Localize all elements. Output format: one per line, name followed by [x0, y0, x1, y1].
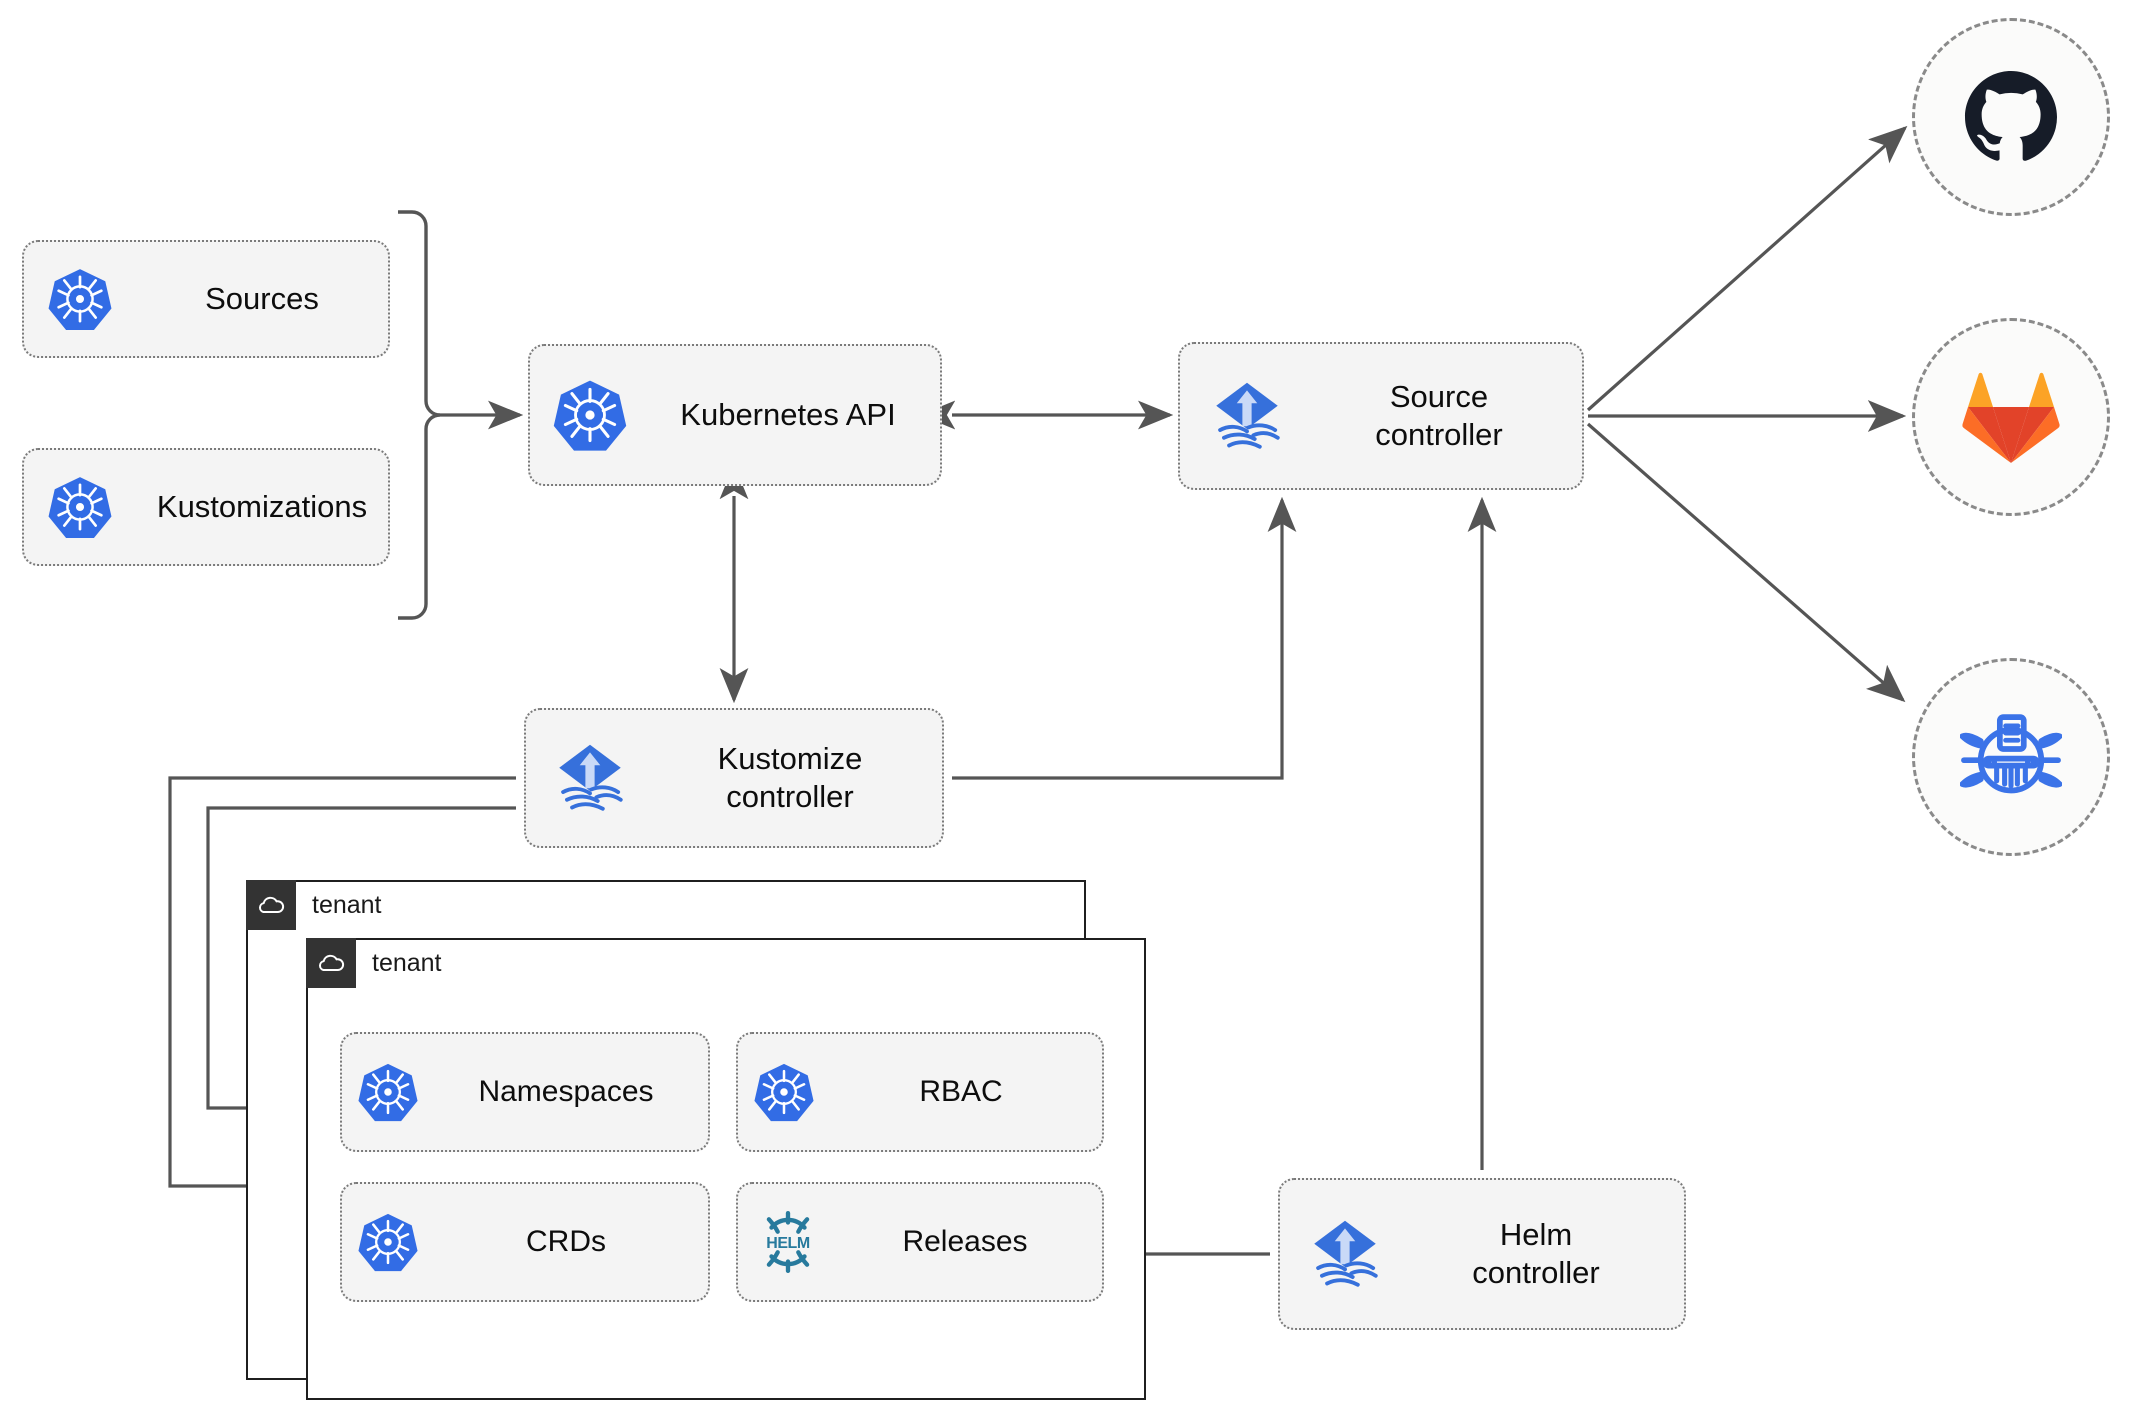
flux-icon: [1280, 1213, 1410, 1295]
node-source-controller[interactable]: Source controller: [1178, 342, 1584, 490]
external-target-gitlab[interactable]: [1912, 318, 2110, 516]
tenant-label: tenant: [372, 948, 442, 977]
tenant-title-bar: tenant: [306, 938, 442, 988]
node-kubernetes-api[interactable]: Kubernetes API: [528, 344, 942, 486]
kubernetes-icon: [530, 377, 650, 453]
node-releases[interactable]: HELM Releases: [736, 1182, 1104, 1302]
node-crds[interactable]: CRDs: [340, 1182, 710, 1302]
external-target-github[interactable]: [1912, 18, 2110, 216]
node-label: Kubernetes API: [680, 397, 896, 433]
node-sources[interactable]: Sources: [22, 240, 390, 358]
node-namespaces[interactable]: Namespaces: [340, 1032, 710, 1152]
node-kustomizations[interactable]: Kustomizations: [22, 448, 390, 566]
node-label: RBAC: [919, 1074, 1003, 1108]
tenant-label: tenant: [312, 890, 382, 919]
svg-text:HELM: HELM: [766, 1235, 810, 1252]
kubernetes-icon: [342, 1061, 434, 1123]
node-label: CRDs: [526, 1224, 606, 1258]
bucket-icon: [1960, 714, 2062, 794]
node-label: Namespaces: [478, 1074, 654, 1108]
github-icon: [1965, 71, 2058, 161]
node-label: Kustomizations: [156, 489, 368, 525]
kubernetes-icon: [738, 1061, 830, 1123]
node-label: Releases: [902, 1224, 1028, 1258]
tenant-container-front: tenant: [306, 938, 1146, 1400]
kubernetes-icon: [24, 266, 136, 332]
node-helm-controller[interactable]: Helm controller: [1278, 1178, 1686, 1330]
node-label: Kustomize controller: [717, 741, 863, 814]
helm-icon: HELM: [738, 1209, 838, 1275]
cloud-icon: [306, 938, 356, 988]
cloud-icon: [246, 880, 296, 930]
external-target-bucket[interactable]: [1912, 658, 2110, 856]
tenant-title-bar: tenant: [246, 880, 382, 930]
gitlab-icon: [1962, 372, 2060, 463]
node-label: Sources: [205, 281, 319, 317]
node-kustomize-controller[interactable]: Kustomize controller: [524, 708, 944, 848]
flux-icon: [1180, 375, 1314, 457]
node-label: Helm controller: [1472, 1217, 1600, 1290]
kubernetes-icon: [342, 1211, 434, 1273]
node-rbac[interactable]: RBAC: [736, 1032, 1104, 1152]
kubernetes-icon: [24, 474, 136, 540]
flux-icon: [526, 737, 654, 819]
node-label: Source controller: [1375, 379, 1503, 452]
